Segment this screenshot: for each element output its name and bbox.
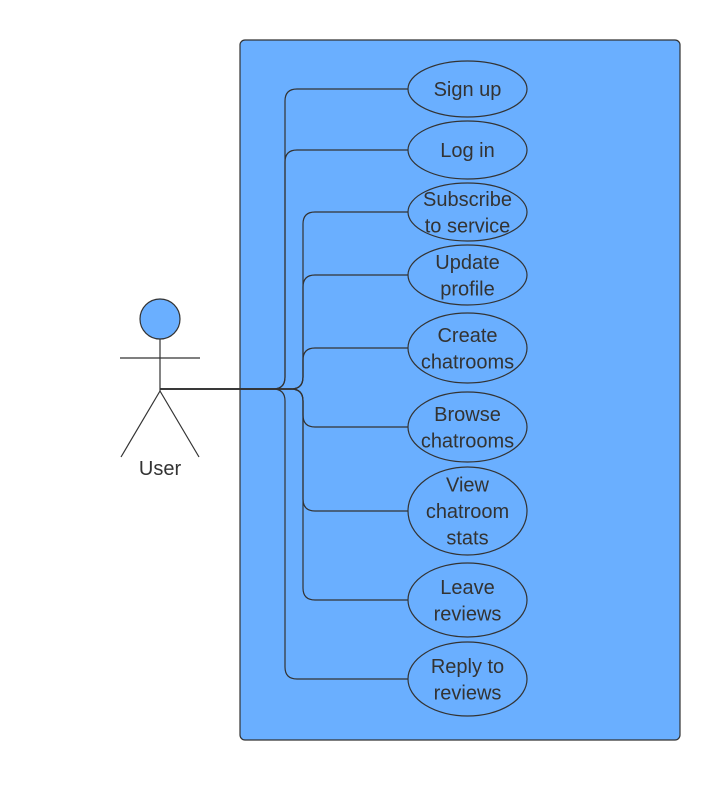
actor-right-leg (159, 390, 200, 458)
use-case-label: Update (435, 252, 500, 274)
use-case-oval (407, 391, 528, 463)
use-case-oval (407, 244, 528, 306)
use-case-oval (407, 120, 528, 180)
use-case-label: profile (440, 278, 494, 300)
use-case-label: Sign up (434, 79, 502, 101)
use-case-oval (407, 60, 528, 118)
use-case-oval (407, 312, 528, 384)
use-case-leave-reviews[interactable]: Leave reviews (407, 562, 528, 638)
use-case-log-in[interactable]: Log in (407, 120, 528, 180)
actor-label: User (139, 458, 182, 480)
use-case-update-profile[interactable]: Update profile (407, 244, 528, 306)
use-case-oval (407, 641, 528, 717)
use-case-label: reviews (434, 603, 502, 625)
connector-create-chatrooms (160, 347, 408, 390)
connector-lines (160, 88, 408, 680)
system-boundary (239, 39, 681, 741)
use-case-label: chatrooms (421, 351, 514, 373)
actor-head (139, 298, 181, 340)
use-case-browse-chatrooms[interactable]: Browse chatrooms (407, 391, 528, 463)
use-case-label: Create (437, 325, 497, 347)
connector-log-in (160, 149, 408, 390)
actor-left-leg (120, 390, 161, 458)
use-case-oval (407, 562, 528, 638)
use-case-label: chatrooms (421, 430, 514, 452)
use-case-label: to service (425, 215, 511, 237)
use-case-label: stats (446, 528, 488, 550)
use-case-label: Browse (434, 404, 501, 426)
use-case-label: Log in (440, 140, 495, 162)
use-case-label: View (446, 475, 490, 497)
use-case-view-chatroom-stats[interactable]: View chatroom stats (407, 466, 528, 556)
use-case-label: Subscribe (423, 189, 512, 211)
use-case-oval (407, 466, 528, 556)
use-case-label: reviews (434, 682, 502, 704)
use-case-label: chatroom (426, 501, 509, 523)
use-case-sign-up[interactable]: Sign up (407, 60, 528, 118)
actor: User (120, 298, 200, 480)
connector-leave-reviews (160, 388, 408, 601)
stick-figure-icon (120, 298, 200, 458)
use-case-subscribe-to-service[interactable]: Subscribe to service (407, 182, 528, 242)
use-case-create-chatrooms[interactable]: Create chatrooms (407, 312, 528, 384)
use-case-oval (407, 182, 528, 242)
use-case-label: Leave (440, 577, 495, 599)
connector-reply-to-reviews (160, 388, 408, 680)
use-case-label: Reply to (431, 656, 504, 678)
use-case-reply-to-reviews[interactable]: Reply to reviews (407, 641, 528, 717)
